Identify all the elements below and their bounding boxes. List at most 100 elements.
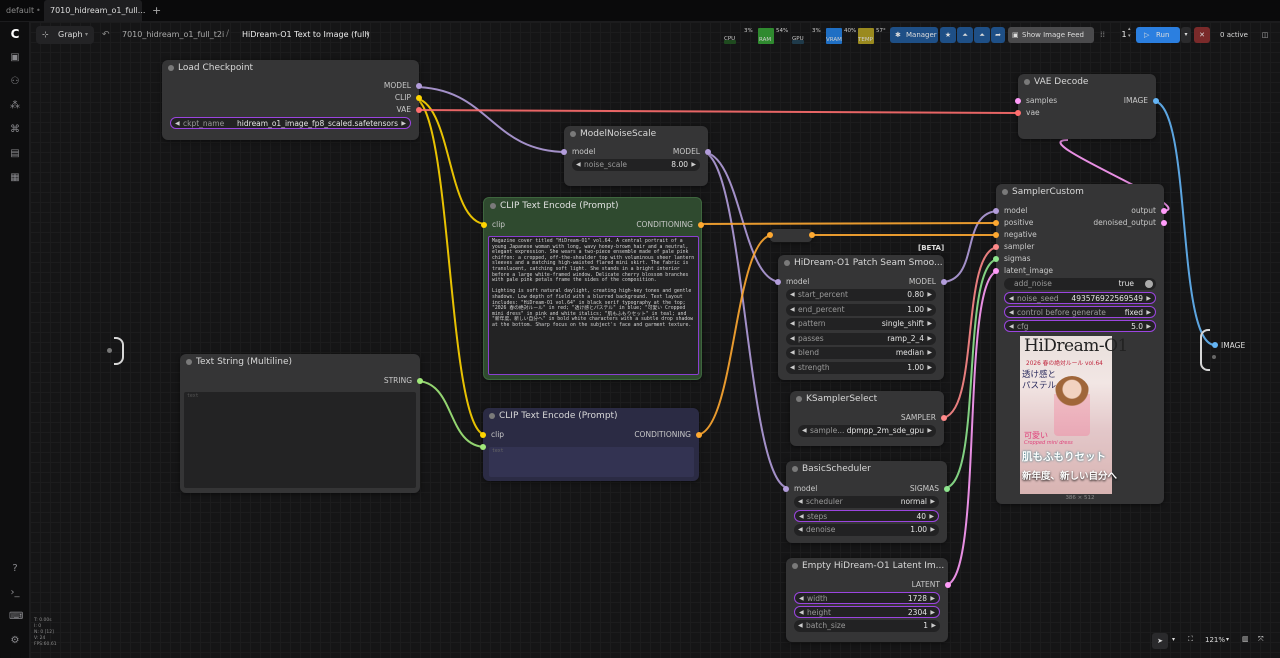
nodes-library-icon[interactable]: ⁂ bbox=[10, 100, 20, 111]
arrow-left-icon[interactable]: ◀ bbox=[576, 161, 581, 168]
chevron-down-icon[interactable]: ▾ bbox=[1172, 636, 1176, 643]
arrow-right-icon[interactable]: ▶ bbox=[927, 334, 932, 342]
node-reroute[interactable] bbox=[767, 229, 815, 242]
arrow-left-icon[interactable]: ◀ bbox=[790, 349, 795, 356]
link-positive[interactable] bbox=[697, 222, 1000, 225]
star-icon[interactable]: ★ bbox=[940, 27, 956, 43]
input-samples[interactable]: samples bbox=[1015, 95, 1057, 107]
arrow-left-icon[interactable]: ◀ bbox=[799, 609, 804, 616]
arrow-right-icon[interactable]: ▶ bbox=[927, 349, 932, 356]
run-options-chevron-icon[interactable]: ▾ bbox=[1181, 27, 1191, 43]
zoom-level[interactable]: 121% bbox=[1205, 636, 1226, 644]
breadcrumb-parent[interactable]: 7010_hidream_o1_full_t2i bbox=[122, 30, 225, 39]
graph-mode-button[interactable]: ⊹Graph▾ bbox=[36, 26, 94, 44]
manager-button[interactable]: ✱Manager bbox=[890, 27, 938, 43]
comfy-logo-icon[interactable]: C bbox=[10, 27, 20, 41]
sampler-name-combo[interactable]: ◀sample...dpmpp_2m_sde_gpu▶ bbox=[798, 425, 936, 437]
queue-count-input[interactable]: 1 bbox=[1121, 30, 1127, 39]
link-latent[interactable] bbox=[944, 270, 1000, 586]
settings-icon[interactable]: ⚙ bbox=[10, 635, 20, 646]
link-seam-to-sampler[interactable] bbox=[940, 210, 1000, 283]
drag-handle-icon[interactable]: ⁞⁞ bbox=[1100, 30, 1106, 39]
breadcrumb-current[interactable]: HiDream-O1 Text to Image (full) bbox=[242, 30, 370, 39]
tab-active-workflow[interactable]: 7010_hidream_o1_full...✕ bbox=[44, 0, 145, 37]
link-model-to-seam[interactable] bbox=[701, 151, 782, 283]
link-vae-to-decode[interactable] bbox=[412, 109, 1022, 114]
negative-textarea[interactable]: text bbox=[489, 447, 694, 477]
output-model[interactable]: MODEL bbox=[909, 276, 947, 288]
arrow-right-icon[interactable]: ▶ bbox=[927, 305, 932, 313]
link-sigmas[interactable] bbox=[943, 258, 1000, 489]
output-vae[interactable]: VAE bbox=[396, 104, 422, 116]
models-icon[interactable]: ⚇ bbox=[10, 76, 20, 87]
arrow-right-icon[interactable]: ▶ bbox=[1146, 323, 1151, 330]
input-sampler[interactable]: sampler bbox=[993, 241, 1034, 253]
arrow-right-icon[interactable]: ▶ bbox=[927, 291, 932, 298]
arrow-left-icon[interactable]: ◀ bbox=[790, 334, 795, 342]
toggle-knob[interactable] bbox=[1145, 280, 1153, 288]
minimap-icon[interactable]: ▥ bbox=[1242, 635, 1249, 643]
input-positive[interactable]: positive bbox=[993, 217, 1033, 229]
output-conditioning[interactable]: CONDITIONING bbox=[636, 219, 704, 231]
pointer-icon[interactable]: ➤ bbox=[1152, 633, 1168, 649]
models-download-icon[interactable]: ⏶ bbox=[974, 27, 990, 43]
images-icon[interactable]: ▣ bbox=[10, 52, 20, 63]
queue-icon[interactable]: ▦ bbox=[10, 172, 20, 183]
tab-default[interactable]: default• bbox=[0, 0, 44, 22]
arrow-right-icon[interactable]: ▶ bbox=[930, 526, 935, 533]
node-clip-text-encode-positive[interactable]: CLIP Text Encode (Prompt) clip CONDITION… bbox=[481, 197, 704, 380]
output-conditioning[interactable]: CONDITIONING bbox=[634, 429, 702, 441]
output-image[interactable]: IMAGE bbox=[1124, 95, 1159, 107]
arrow-left-icon[interactable]: ◀ bbox=[1009, 323, 1014, 330]
arrow-left-icon[interactable]: ◀ bbox=[790, 320, 795, 327]
output-string[interactable]: STRING bbox=[384, 375, 423, 387]
arrow-left-icon[interactable]: ◀ bbox=[790, 291, 795, 298]
node-empty-latent-image[interactable]: Empty HiDream-O1 Latent Im... LATENT ◀wi… bbox=[786, 558, 951, 642]
arrow-right-icon[interactable]: ▶ bbox=[927, 427, 932, 434]
new-tab-button[interactable]: + bbox=[152, 4, 162, 17]
node-sampler-custom[interactable]: SamplerCustom model positive negative sa… bbox=[993, 184, 1167, 504]
terminal-icon[interactable]: ›_ bbox=[10, 587, 20, 598]
arrow-right-icon[interactable]: ▶ bbox=[691, 161, 696, 168]
input-latent-image[interactable]: latent_image bbox=[993, 265, 1053, 277]
run-button[interactable]: ▷Run bbox=[1136, 27, 1180, 43]
templates-icon[interactable]: ▤ bbox=[10, 148, 20, 159]
link-model-to-scheduler[interactable] bbox=[701, 151, 790, 489]
output-sampler[interactable]: SAMPLER bbox=[901, 412, 947, 424]
arrow-right-icon[interactable]: ▶ bbox=[927, 363, 932, 371]
node-ksampler-select[interactable]: KSamplerSelect SAMPLER ◀sample...dpmpp_2… bbox=[790, 391, 947, 446]
reroute-input-dot[interactable] bbox=[767, 232, 773, 238]
node-text-string-multiline[interactable]: Text String (Multiline) STRING text bbox=[180, 354, 423, 493]
arrow-left-icon[interactable]: ◀ bbox=[1009, 295, 1014, 302]
history-icon[interactable]: ⏶ bbox=[957, 27, 973, 43]
arrow-left-icon[interactable]: ◀ bbox=[790, 305, 795, 313]
show-image-feed-button[interactable]: ▣Show Image Feed bbox=[1008, 27, 1094, 43]
input-model[interactable]: model bbox=[775, 276, 809, 288]
input-model[interactable]: model bbox=[783, 483, 817, 495]
output-latent[interactable]: LATENT bbox=[912, 579, 951, 591]
output-model[interactable]: MODEL bbox=[673, 146, 711, 158]
panel-toggle-icon[interactable]: ◫ bbox=[1261, 31, 1269, 39]
input-text[interactable] bbox=[480, 441, 491, 453]
chevron-down-icon[interactable]: ▾ bbox=[366, 30, 370, 38]
queue-stepper[interactable]: ▴▾ bbox=[1128, 26, 1131, 39]
arrow-left-icon[interactable]: ◀ bbox=[798, 622, 803, 629]
arrow-left-icon[interactable]: ◀ bbox=[790, 363, 795, 371]
output-image-dot[interactable] bbox=[1212, 342, 1218, 348]
link-clip-to-encode2[interactable] bbox=[412, 97, 487, 436]
arrow-left-icon[interactable]: ◀ bbox=[1009, 309, 1014, 316]
arrow-right-icon[interactable]: ▶ bbox=[927, 320, 932, 327]
output-model[interactable]: MODEL bbox=[384, 80, 422, 92]
